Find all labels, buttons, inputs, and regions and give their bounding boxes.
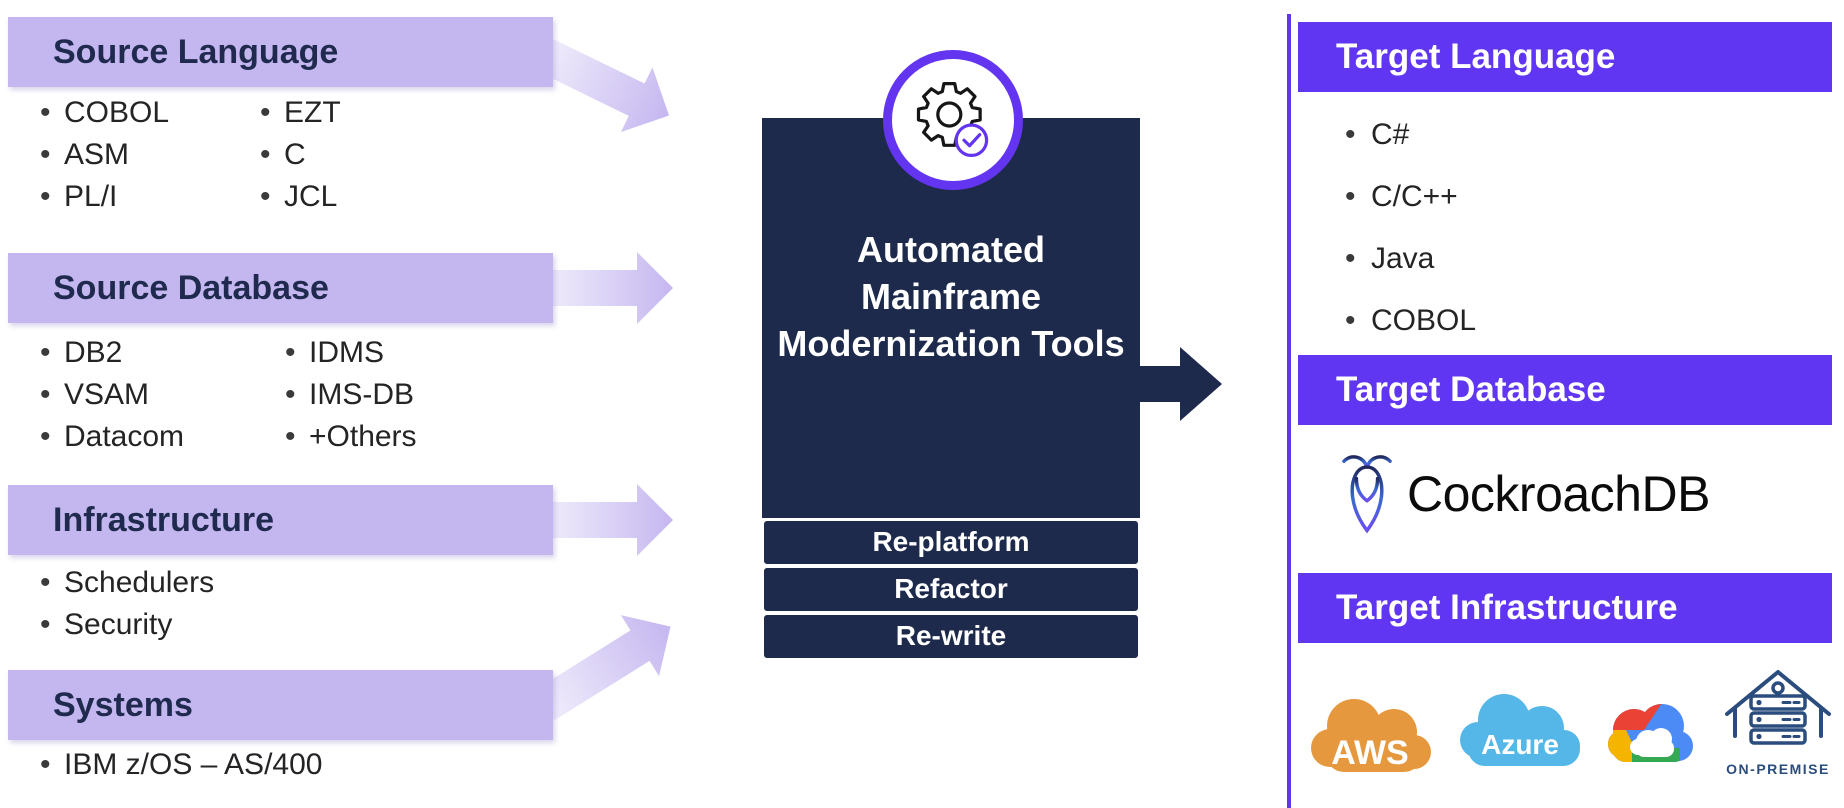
list-item: PL/I xyxy=(40,176,169,218)
arrow-to-target-icon xyxy=(1138,347,1222,421)
systems-header: Systems xyxy=(8,670,553,740)
arrow-source-language-icon xyxy=(537,38,670,133)
source-language-list-col1: COBOL ASM PL/I xyxy=(40,92,169,218)
target-database-header: Target Database xyxy=(1298,355,1832,425)
list-item: +Others xyxy=(285,416,417,458)
on-premise-logo: ON-PREMISE xyxy=(1718,666,1838,777)
list-item: COBOL xyxy=(40,92,169,134)
target-language-list: C# C/C++ Java COBOL xyxy=(1345,104,1476,352)
target-language-header: Target Language xyxy=(1298,22,1832,92)
gear-badge xyxy=(883,50,1023,190)
google-cloud-icon xyxy=(1608,704,1693,762)
list-item: Security xyxy=(40,604,214,646)
list-item: Datacom xyxy=(40,416,184,458)
list-item: EZT xyxy=(260,92,341,134)
list-item: C xyxy=(260,134,341,176)
cockroachdb-icon xyxy=(1342,455,1392,534)
right-panel-border xyxy=(1287,14,1291,808)
cockroachdb-logo: CockroachDB xyxy=(1342,452,1710,536)
source-language-header: Source Language xyxy=(8,17,553,87)
modernization-tools-title: Automated Mainframe Modernization Tools xyxy=(777,229,1125,364)
source-database-list-col2: IDMS IMS-DB +Others xyxy=(285,332,417,458)
azure-cloud-icon: Azure xyxy=(1460,694,1580,766)
aws-cloud-icon: AWS xyxy=(1311,699,1431,772)
modernization-tools-box: Automated Mainframe Modernization Tools xyxy=(762,118,1140,518)
arrow-infrastructure-icon xyxy=(548,484,673,556)
approach-rewrite: Re-write xyxy=(762,613,1140,660)
source-database-list-col1: DB2 VSAM Datacom xyxy=(40,332,184,458)
list-item: JCL xyxy=(260,176,341,218)
infrastructure-header: Infrastructure xyxy=(8,485,553,555)
list-item: COBOL xyxy=(1345,290,1476,352)
list-item: C/C++ xyxy=(1345,166,1476,228)
list-item: Java xyxy=(1345,228,1476,290)
cockroachdb-wordmark: CockroachDB xyxy=(1407,466,1710,522)
list-item: IBM z/OS – AS/400 xyxy=(40,744,322,786)
source-database-header: Source Database xyxy=(8,253,553,323)
approach-refactor: Refactor xyxy=(762,566,1140,613)
list-item: Schedulers xyxy=(40,562,214,604)
list-item: ASM xyxy=(40,134,169,176)
aws-label: AWS xyxy=(1331,734,1408,772)
list-item: IDMS xyxy=(285,332,417,374)
arrow-systems-icon xyxy=(535,615,671,721)
arrow-source-database-icon xyxy=(548,252,673,324)
systems-list: IBM z/OS – AS/400 xyxy=(40,744,322,786)
on-premise-icon xyxy=(1725,670,1831,745)
list-item: VSAM xyxy=(40,374,184,416)
gear-check-icon xyxy=(916,82,989,158)
list-item: DB2 xyxy=(40,332,184,374)
approach-replatform: Re-platform xyxy=(762,519,1140,566)
infrastructure-list: Schedulers Security xyxy=(40,562,214,646)
on-premise-label: ON-PREMISE xyxy=(1726,761,1830,777)
source-language-list-col2: EZT C JCL xyxy=(260,92,341,218)
list-item: IMS-DB xyxy=(285,374,417,416)
list-item: C# xyxy=(1345,104,1476,166)
azure-label: Azure xyxy=(1481,729,1559,760)
target-infrastructure-header: Target Infrastructure xyxy=(1298,573,1832,643)
